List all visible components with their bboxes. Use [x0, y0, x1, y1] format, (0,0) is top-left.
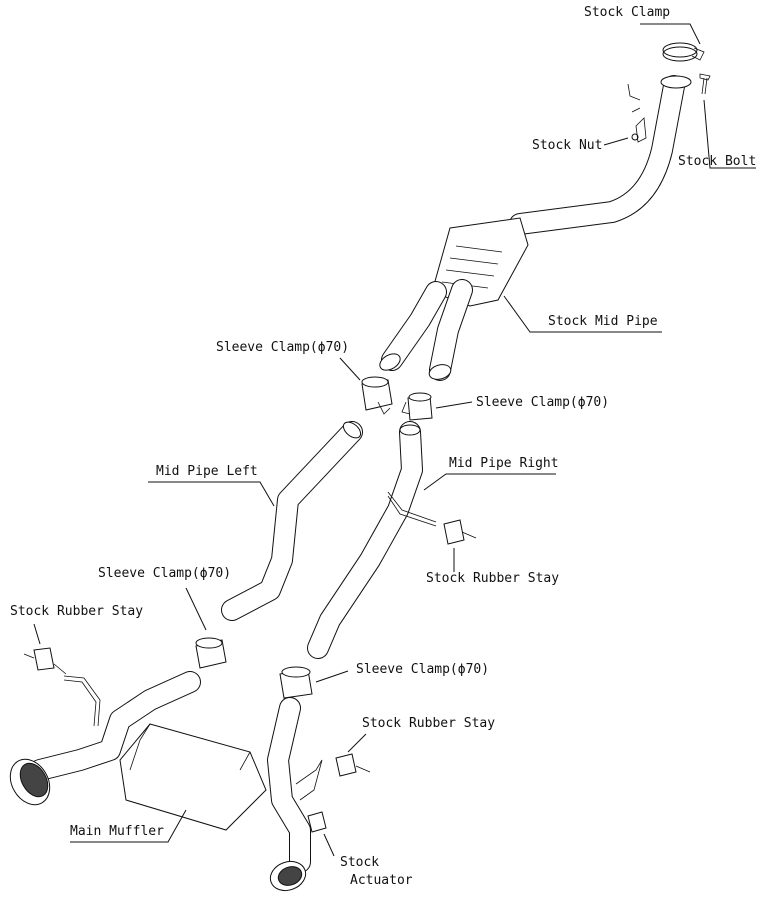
- label-stock-bolt: Stock Bolt: [678, 154, 757, 169]
- leader-lines: [33, 23, 756, 857]
- sleeve-clamp-upper-left: [361, 376, 393, 415]
- label-stock-rubber-stay-2: Stock Rubber Stay: [10, 604, 144, 619]
- label-sleeve-clamp-2: Sleeve Clamp(ϕ70): [476, 395, 610, 410]
- rubber-stay-left: [23, 647, 67, 675]
- sleeve-clamp-lower-right: [279, 666, 313, 699]
- label-stock-rubber-stay-1: Stock Rubber Stay: [426, 571, 560, 586]
- rubber-stay-right: [443, 519, 477, 545]
- label-sleeve-clamp-1: Sleeve Clamp(ϕ70): [216, 340, 350, 355]
- label-stock-actuator-2: Actuator: [350, 873, 413, 888]
- sleeve-clamp-lower-left: [195, 637, 227, 669]
- label-mid-pipe-left: Mid Pipe Left: [156, 464, 258, 479]
- stock-clamp-part: [662, 42, 705, 62]
- label-mid-pipe-right: Mid Pipe Right: [449, 456, 559, 471]
- actuator-part: [307, 811, 327, 833]
- mid-pipe-left: [221, 421, 363, 621]
- label-sleeve-clamp-3: Sleeve Clamp(ϕ70): [98, 566, 232, 581]
- sleeve-clamp-upper-right: [401, 392, 433, 421]
- label-stock-actuator-1: Stock: [340, 855, 380, 870]
- label-stock-rubber-stay-3: Stock Rubber Stay: [362, 716, 496, 731]
- label-stock-nut: Stock Nut: [532, 138, 603, 153]
- stock-nut-part: [631, 133, 639, 141]
- label-stock-mid-pipe: Stock Mid Pipe: [548, 314, 658, 329]
- rubber-stay-lower-right: [335, 753, 371, 777]
- label-main-muffler: Main Muffler: [70, 824, 164, 839]
- label-sleeve-clamp-4: Sleeve Clamp(ϕ70): [356, 662, 490, 677]
- stock-bolt-part: [699, 73, 711, 95]
- label-stock-clamp: Stock Clamp: [584, 5, 671, 20]
- stock-mid-pipe: [379, 75, 692, 381]
- main-muffler: [9, 671, 323, 892]
- mid-pipe-right: [307, 421, 437, 659]
